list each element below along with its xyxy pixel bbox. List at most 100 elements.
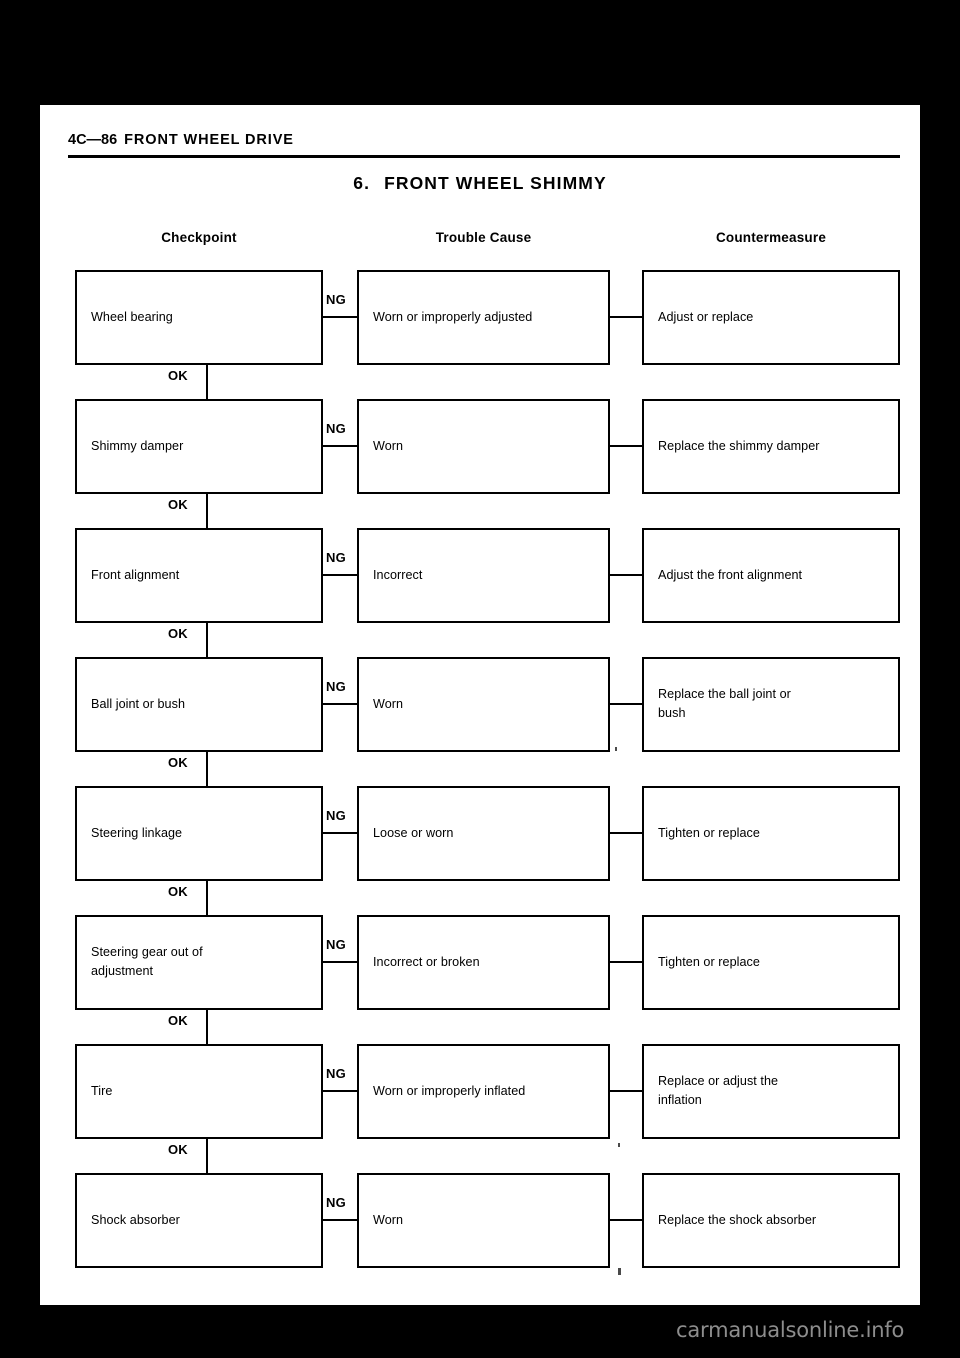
watermark: carmanualsonline.info — [676, 1318, 905, 1342]
trouble-cause-label: Incorrect or broken — [373, 955, 480, 969]
checkpoint-box[interactable]: Steering gear out of adjustment — [75, 915, 323, 1010]
countermeasure-box[interactable]: Tighten or replace — [642, 915, 900, 1010]
connector-ng-line — [323, 1090, 357, 1092]
countermeasure-box[interactable]: Adjust the front alignment — [642, 528, 900, 623]
checkpoint-label: Ball joint or bush — [91, 697, 186, 711]
connector-line — [610, 703, 642, 705]
countermeasure-box[interactable]: Replace the ball joint or bush — [642, 657, 900, 752]
connector-line — [610, 1090, 642, 1092]
connector-ok-label: OK — [168, 368, 188, 383]
connector-line — [610, 1219, 642, 1221]
connector-line — [610, 574, 642, 576]
connector-ok-line — [206, 1010, 208, 1044]
connector-ng-line — [323, 961, 357, 963]
scan-speck — [615, 747, 617, 751]
connector-ng-line — [323, 703, 357, 705]
connector-ng-label: NG — [326, 808, 346, 823]
countermeasure-label: Tighten or replace — [658, 955, 760, 969]
connector-ok-label: OK — [168, 497, 188, 512]
connector-ok-label: OK — [168, 755, 188, 770]
trouble-cause-box[interactable]: Worn — [357, 399, 610, 494]
connector-ok-line — [206, 752, 208, 786]
page-title: 6. FRONT WHEEL SHIMMY — [40, 173, 920, 194]
scan-speck — [618, 1143, 620, 1147]
connector-ng-label: NG — [326, 292, 346, 307]
countermeasure-label: Replace the shock absorber — [658, 1213, 817, 1227]
header-divider — [68, 155, 900, 158]
trouble-cause-label: Worn — [373, 697, 404, 711]
connector-ng-line — [323, 574, 357, 576]
flow-row: Steering linkage NG Loose or worn Tighten o… — [40, 786, 920, 915]
connector-ng-label: NG — [326, 1195, 346, 1210]
connector-ok-label: OK — [168, 1013, 188, 1028]
connector-line — [610, 316, 642, 318]
connector-ng-line — [323, 316, 357, 318]
flow-row: Front alignment NG Incorrect Adjust the fro… — [40, 528, 920, 657]
connector-ng-label: NG — [326, 937, 346, 952]
flow-row: Shock absorber NG Worn Replace the shock ab… — [40, 1173, 920, 1268]
countermeasure-box[interactable]: Replace the shock absorber — [642, 1173, 900, 1268]
connector-ng-line — [323, 445, 357, 447]
connector-ng-label: NG — [326, 421, 346, 436]
checkpoint-label: Shimmy damper — [91, 439, 184, 453]
scan-speck — [618, 1268, 621, 1275]
connector-ok-label: OK — [168, 626, 188, 641]
connector-line — [610, 445, 642, 447]
checkpoint-box[interactable]: Shimmy damper — [75, 399, 323, 494]
countermeasure-label: Replace or adjust the inflation — [658, 1074, 779, 1107]
title-number: 6. — [353, 173, 371, 193]
connector-line — [610, 961, 642, 963]
trouble-cause-label: Loose or worn — [373, 826, 454, 840]
checkpoint-label: Front alignment — [91, 568, 180, 582]
countermeasure-box[interactable]: Adjust or replace — [642, 270, 900, 365]
trouble-cause-label: Worn — [373, 1213, 404, 1227]
column-header-trouble-cause: Trouble Cause — [435, 230, 532, 245]
trouble-cause-box[interactable]: Worn or improperly inflated — [357, 1044, 610, 1139]
flow-row: Shimmy damper NG Worn Replace the shimmy da… — [40, 399, 920, 528]
connector-ng-label: NG — [326, 550, 346, 565]
connector-ok-line — [206, 365, 208, 399]
checkpoint-box[interactable]: Tire — [75, 1044, 323, 1139]
trouble-cause-box[interactable]: Worn — [357, 1173, 610, 1268]
trouble-cause-box[interactable]: Incorrect — [357, 528, 610, 623]
countermeasure-box[interactable]: Replace the shimmy damper — [642, 399, 900, 494]
connector-ng-line — [323, 832, 357, 834]
connector-ok-line — [206, 881, 208, 915]
connector-ok-label: OK — [168, 1142, 188, 1157]
trouble-cause-box[interactable]: Incorrect or broken — [357, 915, 610, 1010]
trouble-cause-label: Worn or improperly adjusted — [373, 310, 533, 324]
countermeasure-label: Replace the ball joint or bush — [658, 687, 791, 720]
countermeasure-label: Replace the shimmy damper — [658, 439, 820, 453]
connector-line — [610, 832, 642, 834]
connector-ng-label: NG — [326, 679, 346, 694]
manual-page: 4C—86 FRONT WHEEL DRIVE 6. FRONT WHEEL SHI… — [40, 105, 920, 1305]
checkpoint-box[interactable]: Wheel bearing — [75, 270, 323, 365]
trouble-cause-box[interactable]: Loose or worn — [357, 786, 610, 881]
connector-ok-line — [206, 623, 208, 657]
checkpoint-label: Steering linkage — [91, 826, 183, 840]
flow-row: Ball joint or bush NG Worn Replace the ball… — [40, 657, 920, 786]
connector-ng-label: NG — [326, 1066, 346, 1081]
connector-ng-line — [323, 1219, 357, 1221]
section-title: FRONT WHEEL DRIVE — [124, 132, 294, 148]
countermeasure-label: Tighten or replace — [658, 826, 760, 840]
connector-ok-line — [206, 494, 208, 528]
trouble-cause-box[interactable]: Worn or improperly adjusted — [357, 270, 610, 365]
title-text: FRONT WHEEL SHIMMY — [384, 173, 607, 193]
connector-ok-line — [206, 1139, 208, 1173]
countermeasure-box[interactable]: Tighten or replace — [642, 786, 900, 881]
connector-ok-label: OK — [168, 884, 188, 899]
countermeasure-box[interactable]: Replace or adjust the inflation — [642, 1044, 900, 1139]
checkpoint-box[interactable]: Ball joint or bush — [75, 657, 323, 752]
page-header: 4C—86 FRONT WHEEL DRIVE — [68, 132, 294, 148]
checkpoint-box[interactable]: Steering linkage — [75, 786, 323, 881]
checkpoint-label: Shock absorber — [91, 1213, 180, 1227]
trouble-cause-label: Incorrect — [373, 568, 423, 582]
checkpoint-box[interactable]: Front alignment — [75, 528, 323, 623]
page-number: 4C—86 — [68, 132, 118, 148]
column-header-checkpoint: Checkpoint — [161, 230, 237, 245]
trouble-cause-box[interactable]: Worn — [357, 657, 610, 752]
checkpoint-box[interactable]: Shock absorber — [75, 1173, 323, 1268]
